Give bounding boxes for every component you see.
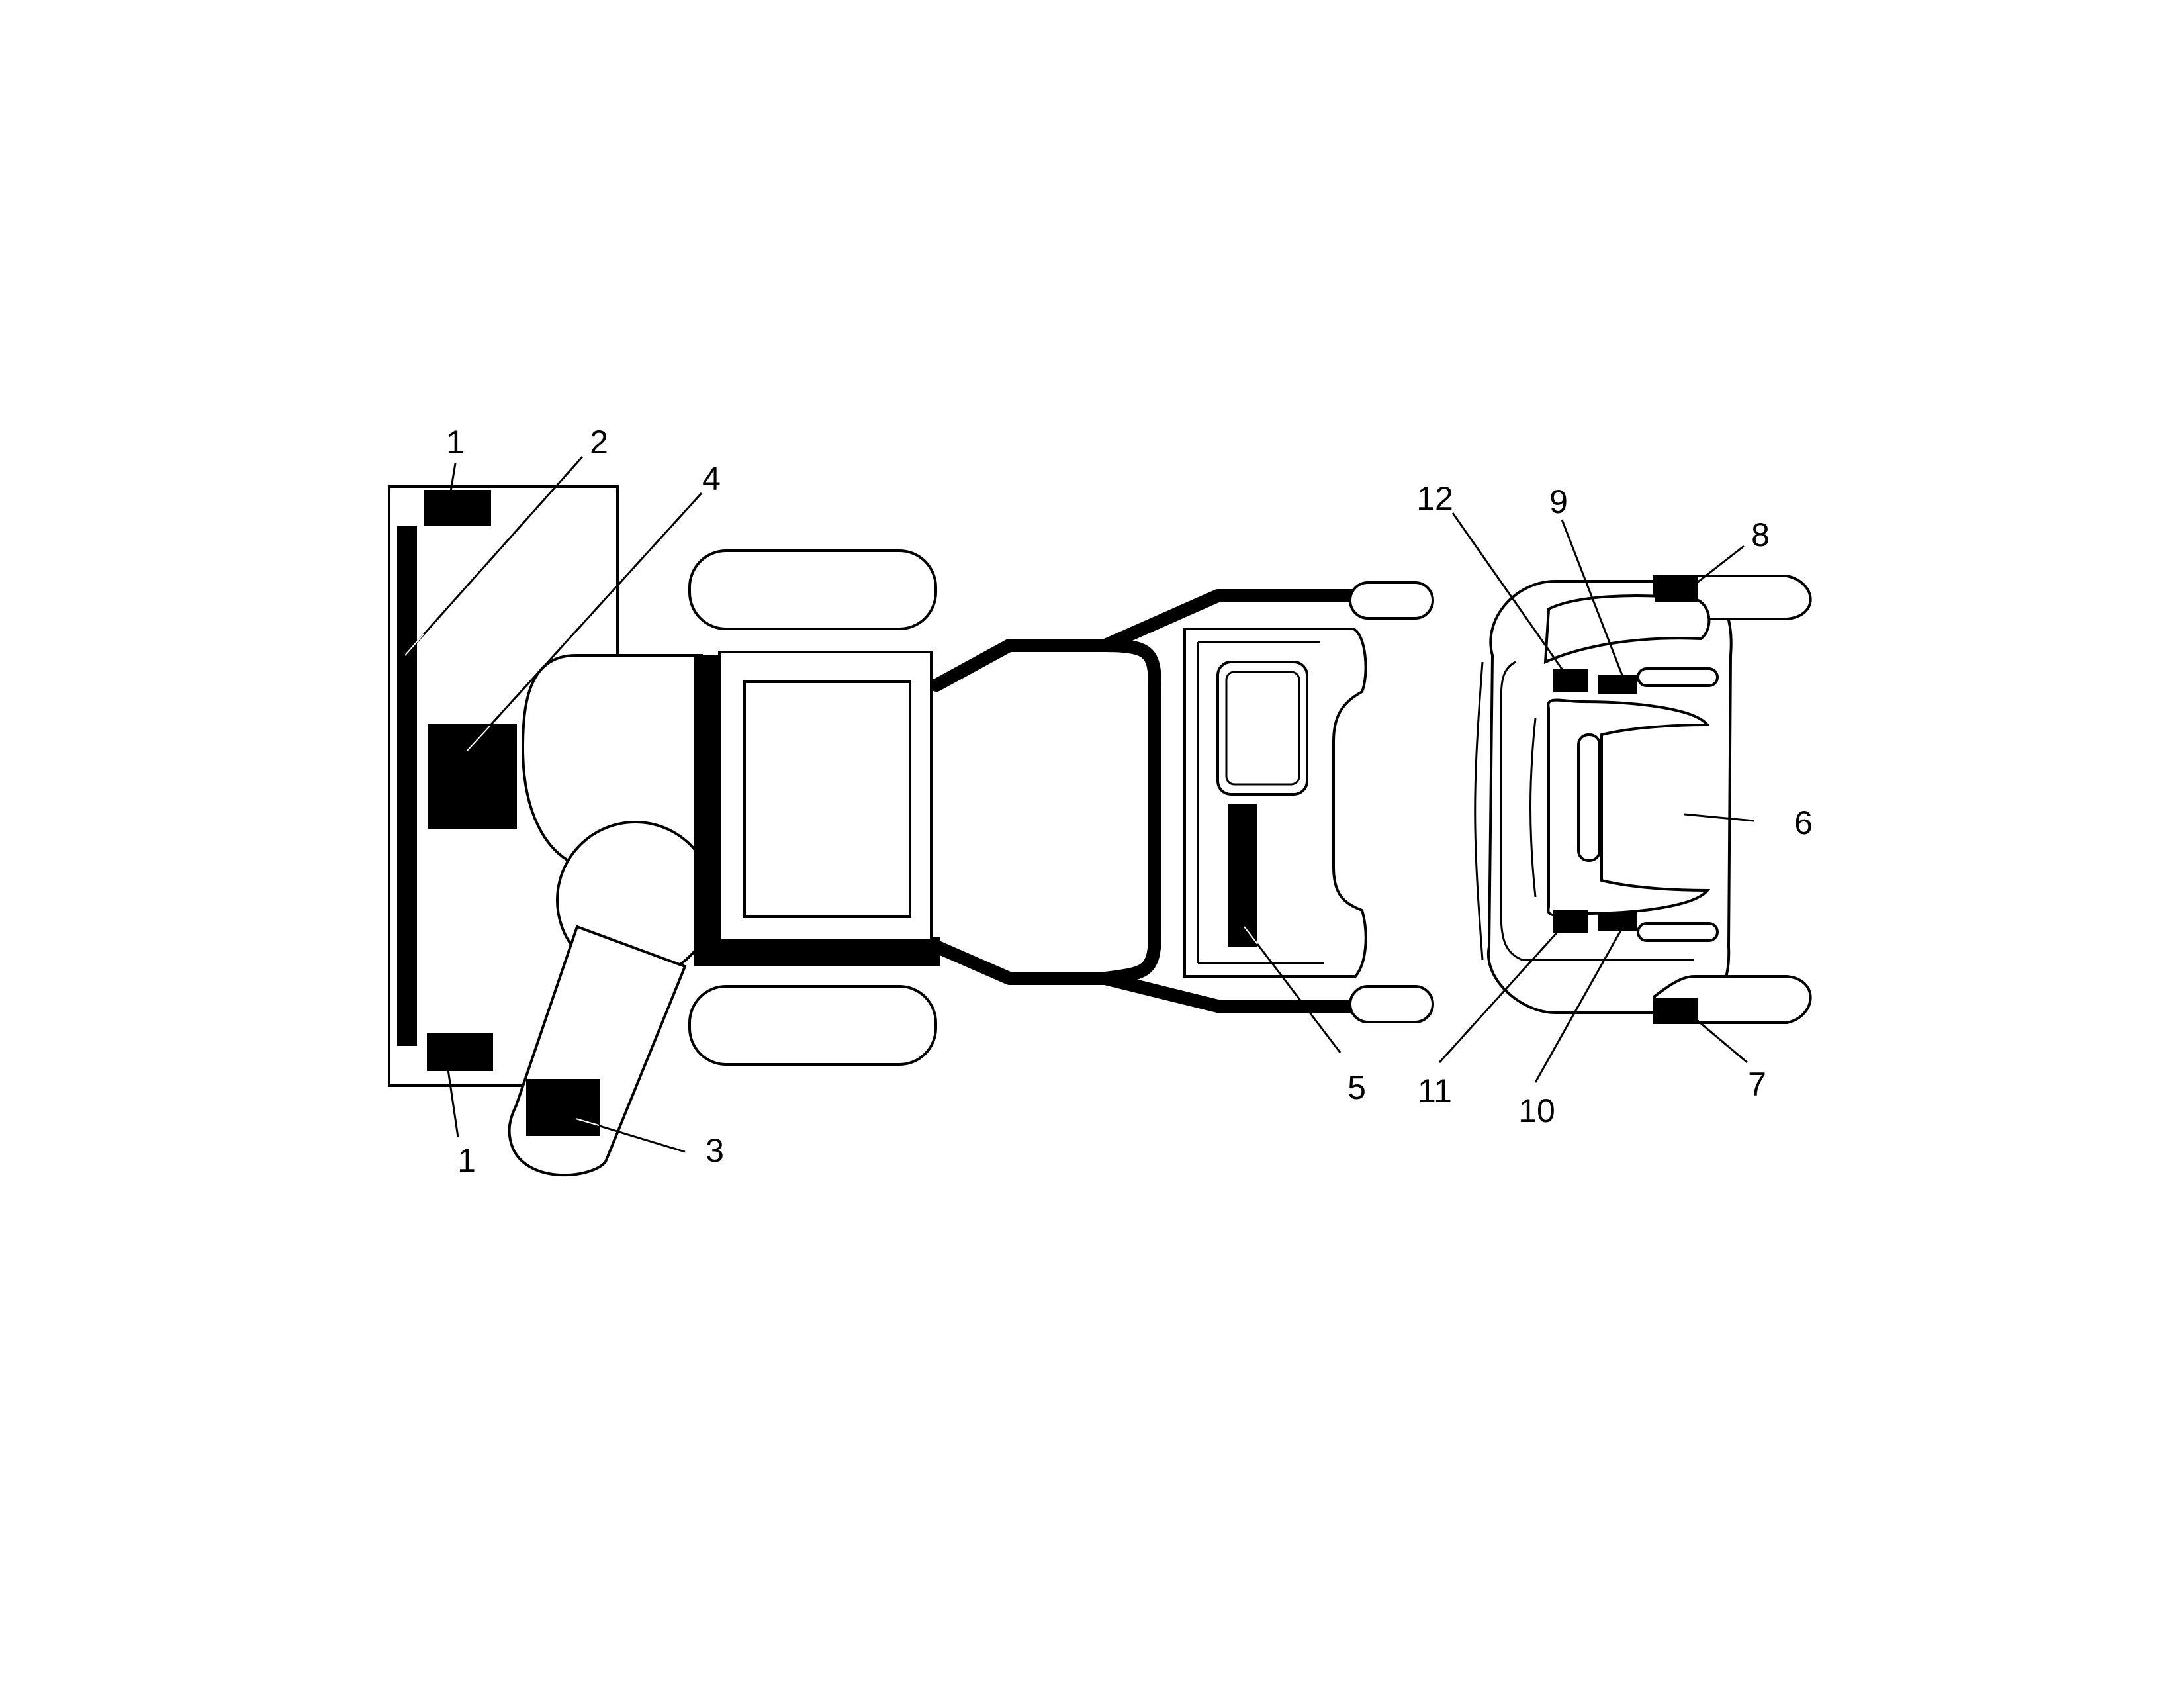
leader-1-top bbox=[449, 463, 457, 496]
callout-2: 2 bbox=[590, 424, 608, 461]
grip-lower bbox=[1349, 985, 1434, 1023]
decal-10 bbox=[1598, 912, 1637, 931]
rear-center-slot bbox=[1577, 733, 1601, 862]
decal-11 bbox=[1553, 910, 1588, 933]
callout-3: 3 bbox=[705, 1132, 724, 1169]
rear-rail-upper bbox=[1637, 667, 1719, 687]
leader-9 bbox=[1561, 519, 1626, 682]
decal-4 bbox=[428, 724, 517, 829]
decal-7 bbox=[1655, 998, 1698, 1023]
leader-6 bbox=[1684, 813, 1754, 822]
control-panel-window bbox=[1216, 661, 1308, 796]
leader-5-ghost bbox=[1244, 926, 1258, 945]
frame-bar-left bbox=[694, 655, 721, 966]
callout-6: 6 bbox=[1794, 804, 1813, 841]
callout-4: 4 bbox=[702, 460, 721, 497]
callout-numbers: 1 1 2 3 4 5 6 7 8 9 10 11 12 bbox=[446, 424, 1813, 1179]
leader-2-ghost bbox=[404, 633, 424, 656]
rear-shell-inner-frame bbox=[1500, 661, 1694, 961]
callout-7: 7 bbox=[1748, 1066, 1766, 1103]
machine-rear-view bbox=[1474, 575, 1812, 1024]
rear-upper-panel bbox=[1543, 594, 1711, 665]
leader-7 bbox=[1684, 1008, 1748, 1064]
wheel-lower bbox=[688, 985, 937, 1066]
rear-shell-edge bbox=[1474, 661, 1484, 961]
leader-12 bbox=[1451, 512, 1569, 677]
machine-top-view bbox=[388, 485, 1434, 1176]
frame-bar-bottom bbox=[702, 937, 940, 966]
leader-10 bbox=[1534, 923, 1626, 1083]
leader-2 bbox=[404, 456, 584, 656]
leader-4-ghost bbox=[466, 726, 490, 752]
callout-11: 11 bbox=[1418, 1072, 1452, 1109]
callout-10: 10 bbox=[1518, 1092, 1555, 1129]
decal-1-top bbox=[424, 490, 491, 526]
leader-3-ghost bbox=[575, 1118, 600, 1126]
callout-1-top: 1 bbox=[446, 424, 465, 461]
frame-tube-loop bbox=[1099, 639, 1161, 985]
leader-1-bottom bbox=[445, 1060, 459, 1138]
decal-2 bbox=[397, 526, 417, 1046]
decal-1-bottom bbox=[427, 1033, 493, 1071]
control-panel-inner bbox=[1197, 641, 1324, 964]
decal-9 bbox=[1598, 675, 1637, 694]
leader-lines bbox=[404, 456, 1754, 1153]
rear-center-hood-inner bbox=[1529, 718, 1537, 898]
callout-8: 8 bbox=[1751, 516, 1770, 553]
decal-12 bbox=[1553, 669, 1588, 692]
wheel-upper bbox=[688, 549, 937, 630]
callout-12: 12 bbox=[1416, 480, 1453, 517]
decal-8 bbox=[1655, 577, 1698, 602]
leader-4 bbox=[465, 492, 703, 753]
callout-9: 9 bbox=[1549, 483, 1568, 520]
callout-5: 5 bbox=[1347, 1069, 1366, 1106]
leader-11 bbox=[1438, 922, 1567, 1064]
leader-5 bbox=[1243, 926, 1342, 1053]
control-panel-window-inner bbox=[1225, 671, 1300, 786]
rear-rail-lower bbox=[1637, 922, 1719, 942]
decal-5 bbox=[1228, 804, 1257, 947]
grip-upper bbox=[1349, 581, 1434, 620]
decal-3 bbox=[526, 1079, 600, 1136]
rear-shell bbox=[1486, 580, 1733, 1014]
callout-1-bottom: 1 bbox=[457, 1142, 476, 1179]
engine-housing-inner bbox=[743, 680, 911, 918]
leader-8 bbox=[1684, 545, 1745, 594]
